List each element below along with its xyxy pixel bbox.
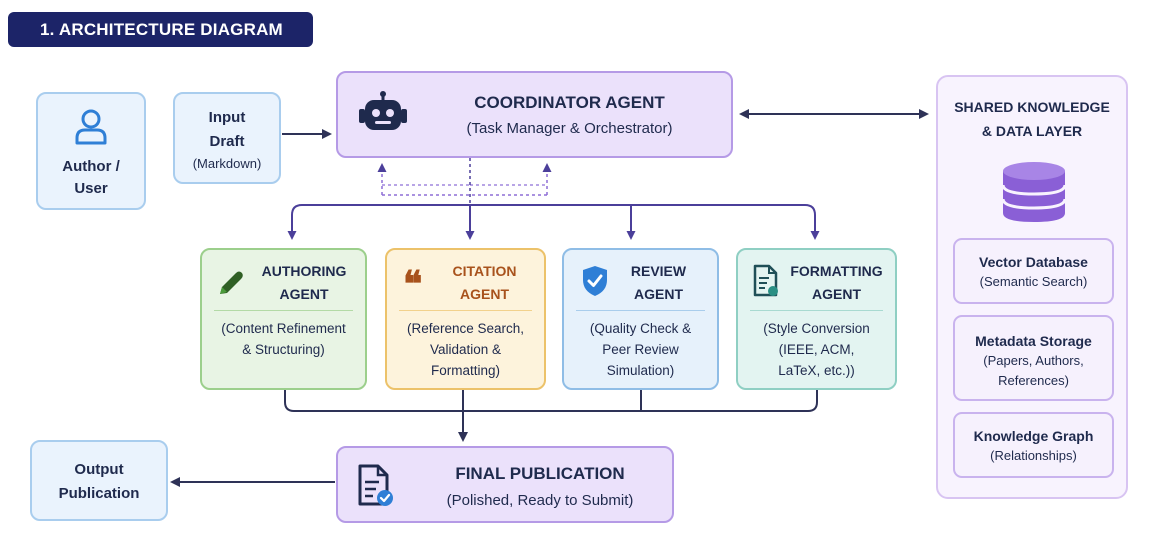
output-line1: Output bbox=[74, 461, 124, 478]
section-title: 1. ARCHITECTURE DIAGRAM bbox=[8, 12, 313, 47]
knowledge-graph-item: Knowledge Graph (Relationships) bbox=[953, 412, 1114, 478]
robot-icon bbox=[359, 91, 407, 130]
vector-database-title: Vector Database bbox=[979, 254, 1088, 270]
author-label-line2: User bbox=[74, 180, 108, 197]
review-title2: AGENT bbox=[634, 286, 683, 302]
database-icon bbox=[1001, 162, 1067, 222]
document-check-icon bbox=[358, 464, 393, 506]
author-label-line1: Author / bbox=[62, 158, 120, 175]
authoring-title2: AGENT bbox=[279, 286, 329, 302]
shield-check-icon bbox=[583, 266, 607, 296]
final-publication-box: FINAL PUBLICATION (Polished, Ready to Su… bbox=[336, 446, 674, 523]
formatting-agent-box: FORMATTING AGENT (Style Conversion (IEEE… bbox=[736, 248, 897, 390]
final-title: FINAL PUBLICATION bbox=[455, 464, 625, 483]
user-icon bbox=[75, 109, 107, 145]
coordinator-agent-box: COORDINATOR AGENT (Task Manager & Orches… bbox=[336, 71, 733, 158]
formatting-desc-1: (Style Conversion bbox=[763, 321, 870, 336]
citation-title1: CITATION bbox=[452, 263, 517, 279]
metadata-storage-item: Metadata Storage (Papers, Authors, Refer… bbox=[953, 315, 1114, 401]
input-line2: Draft bbox=[209, 133, 245, 150]
metadata-storage-desc-1: (Papers, Authors, bbox=[983, 353, 1084, 368]
knowledge-graph-title: Knowledge Graph bbox=[973, 428, 1094, 444]
metadata-storage-title: Metadata Storage bbox=[975, 333, 1092, 349]
knowledge-graph-desc: (Relationships) bbox=[990, 448, 1077, 463]
review-agent-box: REVIEW AGENT (Quality Check & Peer Revie… bbox=[562, 248, 719, 390]
review-desc-3: Simulation) bbox=[606, 363, 675, 378]
output-publication-box: Output Publication bbox=[30, 440, 168, 521]
authoring-title1: AUTHORING bbox=[261, 263, 347, 279]
review-desc-2: Peer Review bbox=[602, 342, 679, 357]
vector-database-desc: (Semantic Search) bbox=[979, 274, 1088, 289]
citation-title2: AGENT bbox=[460, 286, 509, 302]
input-draft-box: Input Draft (Markdown) bbox=[173, 92, 281, 184]
knowledge-title2: & DATA LAYER bbox=[981, 123, 1083, 139]
input-line1: Input bbox=[208, 109, 246, 126]
review-title1: REVIEW bbox=[630, 263, 687, 279]
formatting-desc-2: (IEEE, ACM, bbox=[778, 342, 855, 357]
knowledge-title1: SHARED KNOWLEDGE bbox=[954, 99, 1110, 115]
vector-database-item: Vector Database (Semantic Search) bbox=[953, 238, 1114, 304]
formatting-title1: FORMATTING bbox=[790, 263, 883, 279]
metadata-storage-desc-2: References) bbox=[998, 373, 1069, 388]
authoring-agent-box: AUTHORING AGENT (Content Refinement & St… bbox=[200, 248, 367, 390]
quote-icon: ❝ bbox=[403, 263, 423, 305]
author-user-box: Author / User bbox=[36, 92, 146, 210]
document-icon bbox=[753, 264, 778, 297]
coordinator-title: COORDINATOR AGENT bbox=[474, 93, 665, 112]
review-desc-1: (Quality Check & bbox=[589, 321, 692, 336]
coordinator-subtitle: (Task Manager & Orchestrator) bbox=[466, 120, 673, 137]
formatting-title2: AGENT bbox=[812, 286, 861, 302]
shared-knowledge-panel: SHARED KNOWLEDGE & DATA LAYER Vector Dat… bbox=[936, 75, 1128, 499]
formatting-desc-3: LaTeX, etc.)) bbox=[778, 363, 855, 378]
final-subtitle: (Polished, Ready to Submit) bbox=[446, 492, 634, 509]
output-line2: Publication bbox=[58, 485, 140, 502]
citation-desc-3: Formatting) bbox=[430, 363, 501, 378]
citation-desc-1: (Reference Search, bbox=[406, 321, 525, 336]
authoring-desc-1: (Content Refinement bbox=[221, 321, 346, 336]
pencil-icon bbox=[220, 271, 243, 294]
input-line3: (Markdown) bbox=[192, 156, 262, 171]
authoring-desc-2: & Structuring) bbox=[242, 342, 325, 357]
citation-desc-2: Validation & bbox=[429, 342, 502, 357]
citation-agent-box: ❝ CITATION AGENT (Reference Search, Vali… bbox=[385, 248, 546, 390]
